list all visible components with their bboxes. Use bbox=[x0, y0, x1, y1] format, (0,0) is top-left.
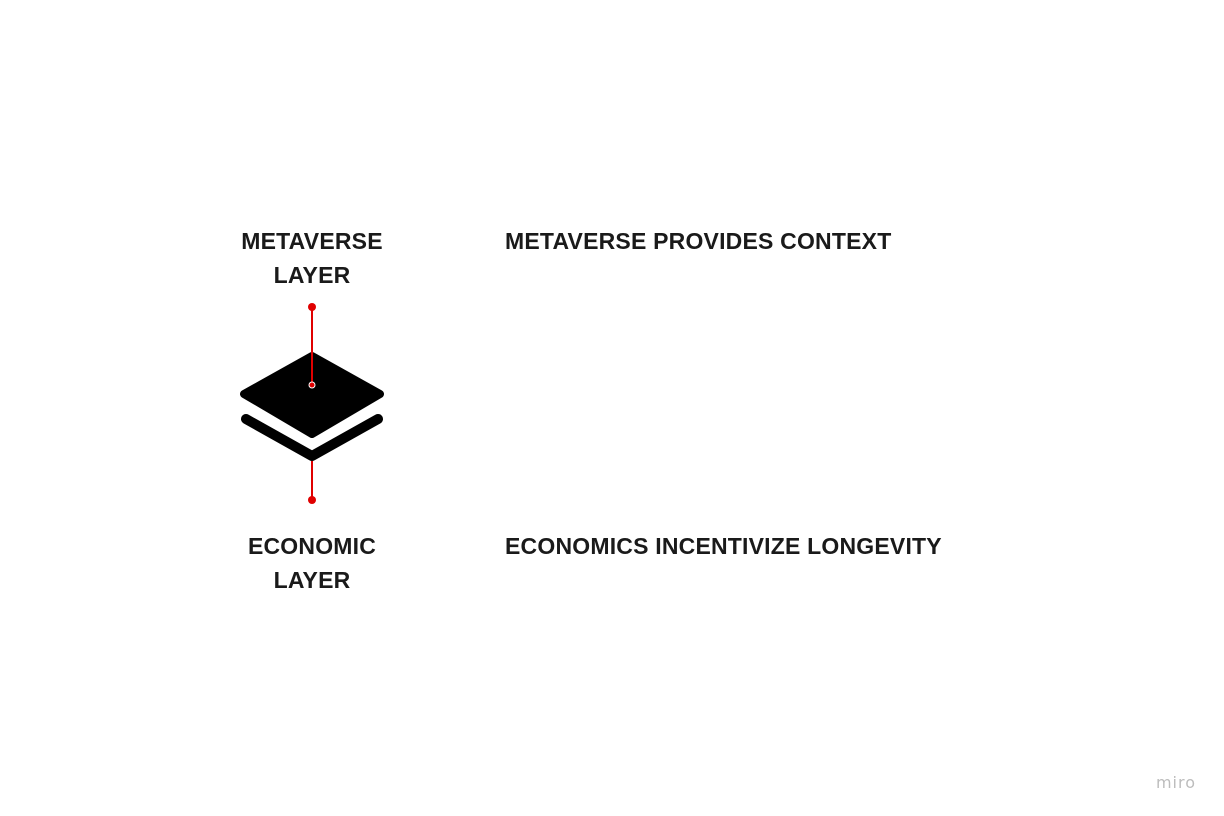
economic-layer-label-line2: LAYER bbox=[273, 567, 351, 593]
top-connector-anchor bbox=[308, 381, 316, 389]
economic-layer-shape bbox=[241, 414, 383, 461]
stacked-layers-icon bbox=[240, 303, 384, 504]
miro-watermark: miro bbox=[1155, 773, 1196, 792]
metaverse-layer-label-line1: METAVERSE bbox=[241, 228, 383, 254]
top-connector-endpoint bbox=[308, 303, 316, 311]
metaverse-layer-shape bbox=[240, 352, 384, 438]
economic-layer-label: ECONOMIC LAYER bbox=[212, 529, 412, 597]
metaverse-layer-label: METAVERSE LAYER bbox=[212, 224, 412, 292]
bottom-connector-endpoint bbox=[308, 496, 316, 504]
economic-description: ECONOMICS INCENTIVIZE LONGEVITY bbox=[505, 533, 942, 559]
metaverse-layer-label-line2: LAYER bbox=[273, 262, 351, 288]
economic-layer-label-line1: ECONOMIC bbox=[247, 533, 377, 559]
metaverse-description: METAVERSE PROVIDES CONTEXT bbox=[505, 228, 892, 254]
